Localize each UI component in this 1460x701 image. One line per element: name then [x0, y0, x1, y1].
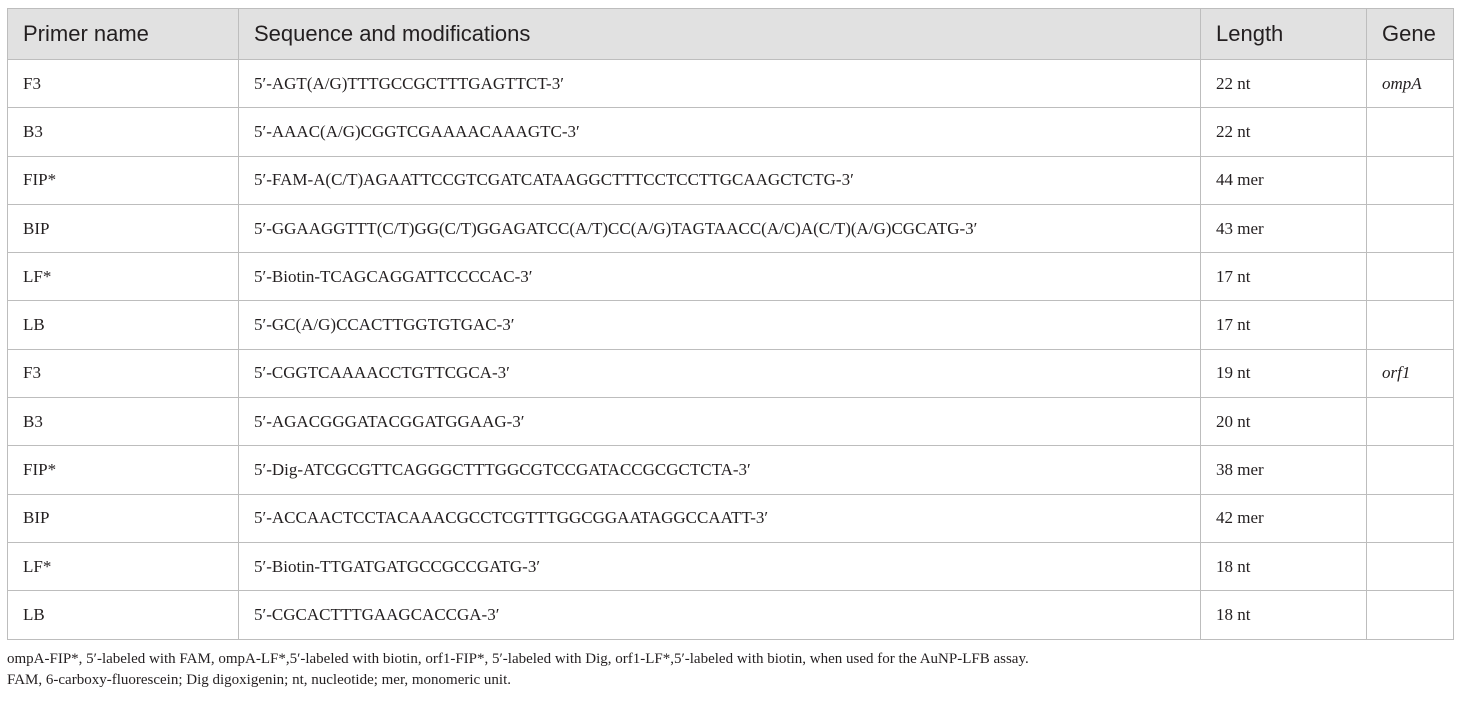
primer-name-cell: B3 — [7, 397, 239, 447]
primer-name-cell: LB — [7, 300, 239, 350]
sequence-cell: 5′-CGGTCAAAACCTGTTCGCA-3′ — [238, 348, 1201, 399]
table-row: LF* 5′-Biotin-TTGATGATGCCGCCGATG-3′ 18 n… — [7, 541, 1454, 592]
table-row: BIP 5′-GGAAGGTTT(C/T)GG(C/T)GGAGATCC(A/T… — [7, 203, 1454, 254]
sequence-cell: 5′-AGACGGGATACGGATGGAAG-3′ — [238, 397, 1201, 447]
length-cell: 42 mer — [1200, 493, 1367, 543]
table-header: Primer name Sequence and modifications L… — [7, 8, 1454, 60]
primer-name-cell: FIP* — [7, 155, 239, 205]
sequence-cell: 5′-GC(A/G)CCACTTGGTGTGAC-3′ — [238, 300, 1201, 350]
sequence-cell: 5′-ACCAACTCCTACAAACGCCTCGTTTGGCGGAATAGGC… — [238, 493, 1201, 543]
length-cell: 43 mer — [1200, 203, 1367, 254]
table-row: B3 5′-AAAC(A/G)CGGTCGAAAACAAAGTC-3′ 22 n… — [7, 107, 1454, 157]
gene-cell — [1366, 252, 1454, 302]
sequence-cell: 5′-GGAAGGTTT(C/T)GG(C/T)GGAGATCC(A/T)CC(… — [238, 203, 1201, 254]
header-primer-name: Primer name — [7, 8, 239, 60]
length-cell: 19 nt — [1200, 348, 1367, 399]
header-sequence: Sequence and modifications — [238, 8, 1201, 60]
gene-cell — [1366, 203, 1454, 254]
primer-table-container: Primer name Sequence and modifications L… — [7, 8, 1454, 691]
gene-cell — [1366, 445, 1454, 495]
sequence-cell: 5′-FAM-A(C/T)AGAATTCCGTCGATCATAAGGCTTTCC… — [238, 155, 1201, 205]
primer-name-cell: FIP* — [7, 445, 239, 495]
gene-cell — [1366, 541, 1454, 592]
length-cell: 17 nt — [1200, 300, 1367, 350]
primer-name-cell: F3 — [7, 58, 239, 109]
primer-name-cell: F3 — [7, 348, 239, 399]
primer-name-cell: LF* — [7, 252, 239, 302]
length-cell: 22 nt — [1200, 107, 1367, 157]
footnote-abbreviations: FAM, 6-carboxy-fluorescein; Dig digoxige… — [7, 671, 512, 688]
sequence-cell: 5′-AAAC(A/G)CGGTCGAAAACAAAGTC-3′ — [238, 107, 1201, 157]
sequence-cell: 5′-Dig-ATCGCGTTCAGGGCTTTGGCGTCCGATACCGCG… — [238, 445, 1201, 495]
gene-cell: ompA — [1366, 58, 1454, 109]
table-row: LF* 5′-Biotin-TCAGCAGGATTCCCCAC-3′ 17 nt — [7, 252, 1454, 302]
table-row: FIP* 5′-FAM-A(C/T)AGAATTCCGTCGATCATAAGGC… — [7, 155, 1454, 205]
length-cell: 18 nt — [1200, 541, 1367, 592]
table-footnotes: ompA-FIP*, 5′-labeled with FAM, ompA-LF*… — [7, 649, 1453, 691]
gene-cell — [1366, 590, 1454, 640]
length-cell: 44 mer — [1200, 155, 1367, 205]
gene-cell — [1366, 397, 1454, 447]
sequence-cell: 5′-CGCACTTTGAAGCACCGA-3′ — [238, 590, 1201, 640]
length-cell: 20 nt — [1200, 397, 1367, 447]
sequence-cell: 5′-Biotin-TTGATGATGCCGCCGATG-3′ — [238, 541, 1201, 592]
table-row: LB 5′-CGCACTTTGAAGCACCGA-3′ 18 nt — [7, 590, 1454, 640]
primer-name-cell: B3 — [7, 107, 239, 157]
gene-cell — [1366, 300, 1454, 350]
table-row: F3 5′-CGGTCAAAACCTGTTCGCA-3′ 19 nt orf1 — [7, 348, 1454, 399]
table-row: B3 5′-AGACGGGATACGGATGGAAG-3′ 20 nt — [7, 397, 1454, 447]
length-cell: 18 nt — [1200, 590, 1367, 640]
primer-name-cell: BIP — [7, 493, 239, 543]
table-row: BIP 5′-ACCAACTCCTACAAACGCCTCGTTTGGCGGAAT… — [7, 493, 1454, 543]
sequence-cell: 5′-Biotin-TCAGCAGGATTCCCCAC-3′ — [238, 252, 1201, 302]
gene-cell: orf1 — [1366, 348, 1454, 399]
header-length: Length — [1200, 8, 1367, 60]
gene-cell — [1366, 107, 1454, 157]
footnote-labels: ompA-FIP*, 5′-labeled with FAM, ompA-LF*… — [7, 650, 1029, 667]
table-body: F3 5′-AGT(A/G)TTTGCCGCTTTGAGTTCT-3′ 22 n… — [7, 58, 1454, 640]
sequence-cell: 5′-AGT(A/G)TTTGCCGCTTTGAGTTCT-3′ — [238, 58, 1201, 109]
gene-cell — [1366, 155, 1454, 205]
primer-name-cell: BIP — [7, 203, 239, 254]
primer-name-cell: LF* — [7, 541, 239, 592]
length-cell: 38 mer — [1200, 445, 1367, 495]
length-cell: 17 nt — [1200, 252, 1367, 302]
table-row: F3 5′-AGT(A/G)TTTGCCGCTTTGAGTTCT-3′ 22 n… — [7, 58, 1454, 109]
header-row: Primer name Sequence and modifications L… — [7, 8, 1454, 60]
header-gene: Gene — [1366, 8, 1454, 60]
table-row: FIP* 5′-Dig-ATCGCGTTCAGGGCTTTGGCGTCCGATA… — [7, 445, 1454, 495]
length-cell: 22 nt — [1200, 58, 1367, 109]
table-row: LB 5′-GC(A/G)CCACTTGGTGTGAC-3′ 17 nt — [7, 300, 1454, 350]
primer-name-cell: LB — [7, 590, 239, 640]
gene-cell — [1366, 493, 1454, 543]
primer-table: Primer name Sequence and modifications L… — [7, 8, 1454, 640]
